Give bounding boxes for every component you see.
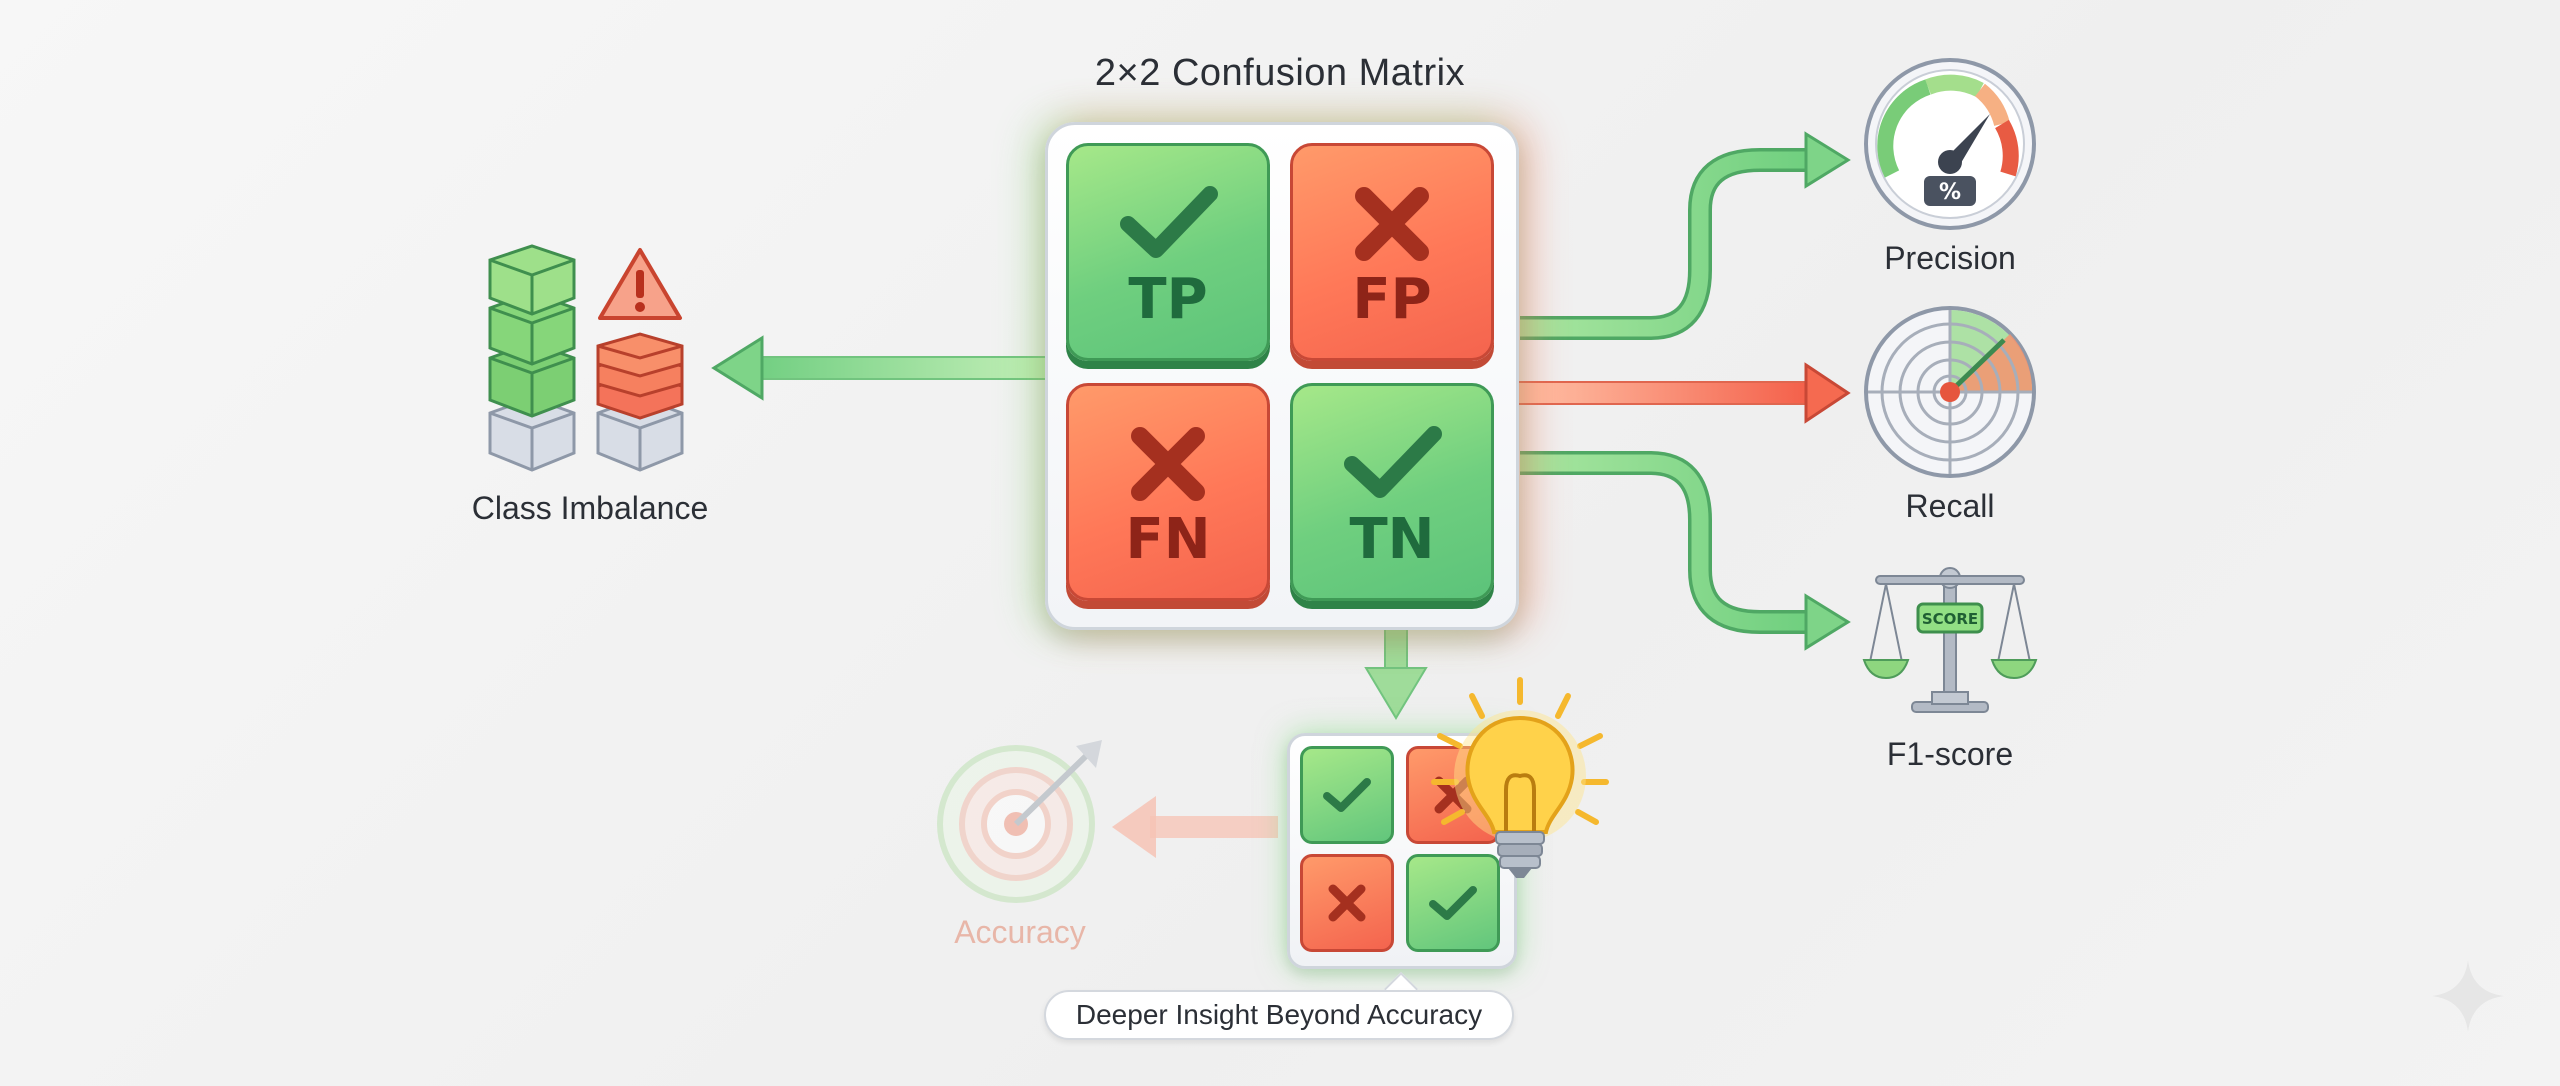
x-icon (1355, 187, 1429, 261)
matrix-cell-tn: TN (1290, 383, 1494, 601)
target-dart-icon (937, 740, 1102, 903)
cell-label: TP (1128, 267, 1208, 332)
recall-label: Recall (1905, 488, 1995, 524)
mini-cell (1406, 854, 1500, 952)
x-icon (1434, 776, 1472, 814)
lightbulb-icon (1431, 677, 1609, 878)
x-icon (1131, 427, 1205, 501)
confusion-matrix: TP FP FN TN (1045, 122, 1519, 630)
diagram-title: 2×2 Confusion Matrix (1094, 52, 1466, 94)
gauge-icon: % (1864, 58, 2036, 230)
mini-cell (1300, 854, 1394, 952)
cell-label: FN (1125, 507, 1211, 572)
matrix-cell-fp: FP (1290, 143, 1494, 361)
sparkle-icon (2432, 960, 2504, 1032)
radar-target-icon (1864, 306, 2036, 478)
check-icon (1323, 778, 1371, 812)
gauge-badge: % (1939, 180, 1961, 205)
check-icon (1429, 886, 1477, 920)
insight-caption: Deeper Insight Beyond Accuracy (1044, 990, 1514, 1040)
precision-label: Precision (1884, 240, 2016, 276)
f1-score-label: F1-score (1886, 736, 2014, 772)
cell-label: TN (1349, 507, 1435, 572)
check-icon (1344, 426, 1442, 498)
mini-cell (1300, 746, 1394, 844)
class-imbalance-label: Class Imbalance (471, 490, 709, 526)
accuracy-label: Accuracy (954, 914, 1086, 950)
score-badge: SCORE (1922, 610, 1978, 628)
matrix-cell-tp: TP (1066, 143, 1270, 361)
x-icon (1328, 884, 1366, 922)
stacked-blocks-warning-icon (488, 244, 684, 472)
balance-scale-icon: SCORE (1862, 567, 2038, 713)
arrow-to-precision (1520, 148, 1810, 340)
cell-label: FP (1352, 267, 1432, 332)
check-icon (1120, 186, 1218, 258)
mini-confusion-matrix-icon (1287, 733, 1517, 969)
matrix-cell-fn: FN (1066, 383, 1270, 601)
